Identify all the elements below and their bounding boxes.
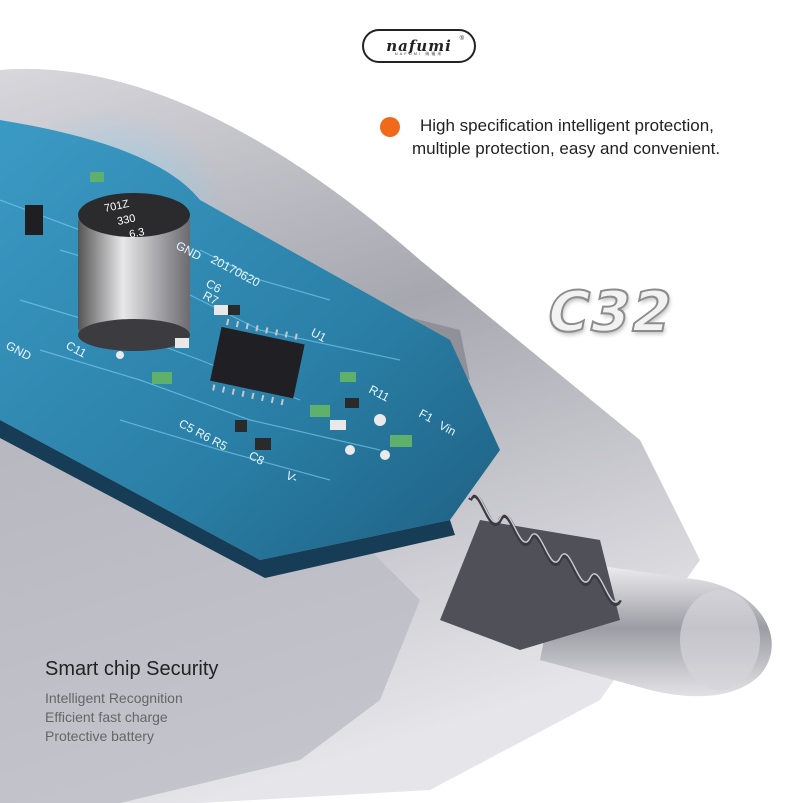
orange-bullet-icon <box>380 117 400 137</box>
brand-logo: nafumi ® NAFUMI 纳福米 <box>362 29 476 63</box>
feature-line-1: High specification intelligent protectio… <box>420 116 714 135</box>
capacitor-label-3: 6.3 <box>128 226 145 241</box>
charger-tip <box>440 520 772 697</box>
features-title: Smart chip Security <box>45 658 219 680</box>
ic-chip <box>210 318 305 406</box>
capacitor-label-1: 701Z <box>103 198 130 215</box>
logo-text: nafumi <box>386 36 452 55</box>
label-c6: C6 <box>204 276 224 296</box>
logo-subtext: NAFUMI 纳福米 <box>394 51 444 56</box>
feature-item: Intelligent Recognition <box>45 690 183 706</box>
spring <box>468 493 622 606</box>
feature-item: Efficient fast charge <box>45 709 168 725</box>
feature-line-2: multiple protection, easy and convenient… <box>412 139 721 158</box>
smd-components <box>25 172 412 460</box>
label-r7: R7 <box>201 288 221 308</box>
label-u1: U1 <box>309 325 329 345</box>
registered-mark: ® <box>459 36 464 42</box>
model-name: C32 <box>540 279 681 346</box>
feature-item: Protective battery <box>45 728 154 744</box>
capacitor-label-2: 330 <box>116 212 136 228</box>
capacitor <box>78 193 190 351</box>
label-c8: C8 <box>247 448 267 468</box>
label-f1: F1 <box>417 406 436 425</box>
